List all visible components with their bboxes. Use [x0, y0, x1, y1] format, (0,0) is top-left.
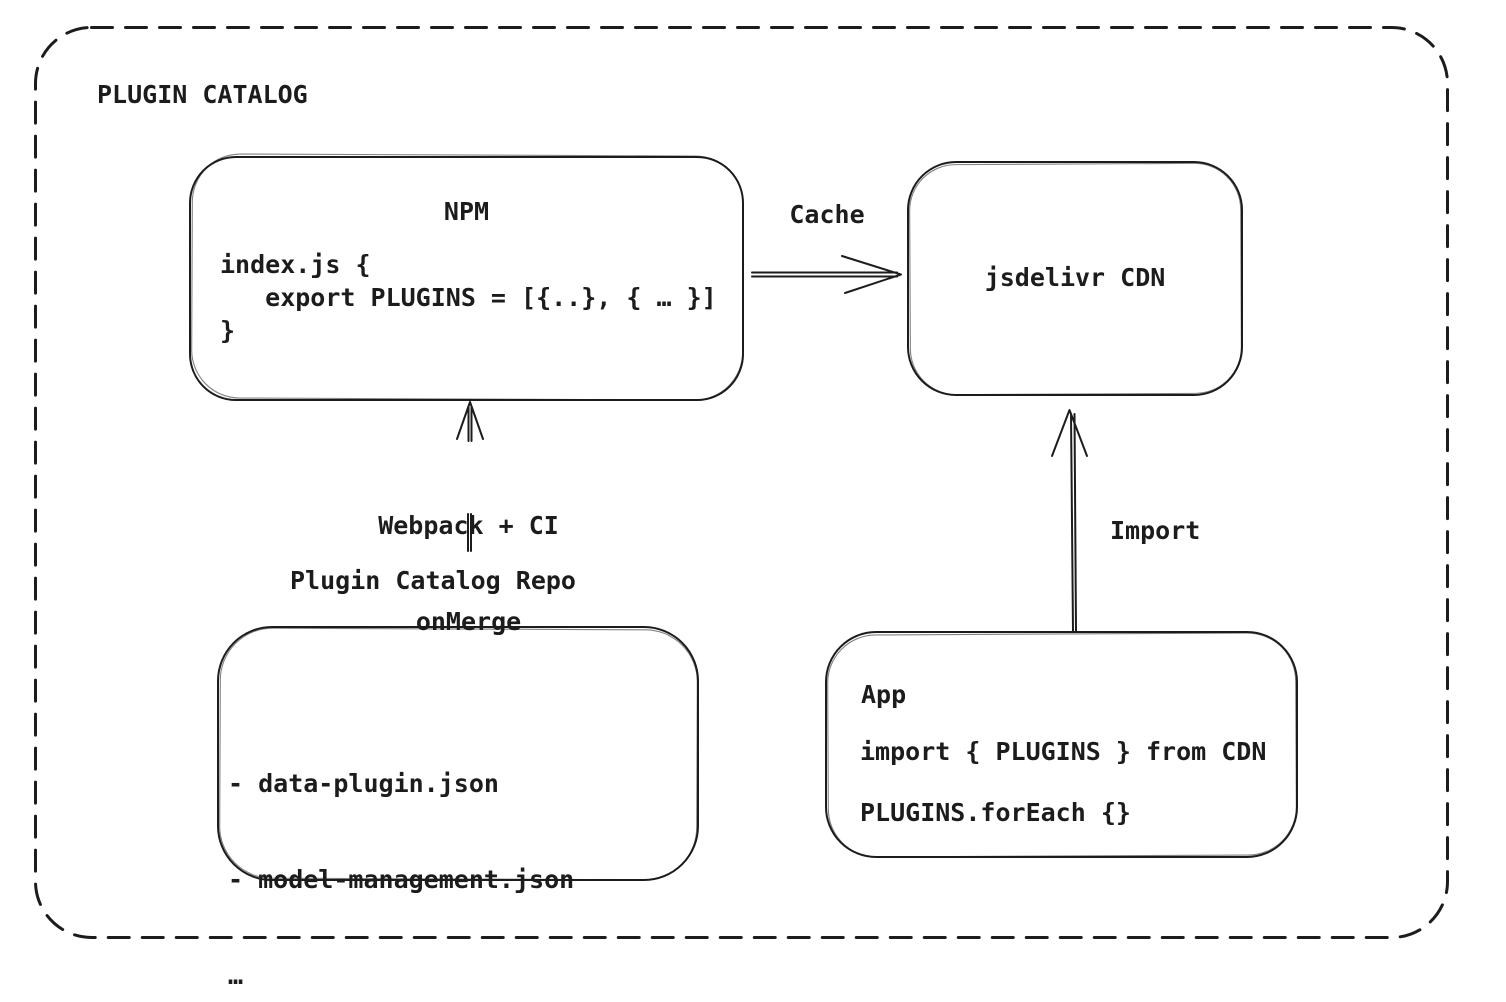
repo-file-item: - data-plugin.json — [228, 769, 499, 798]
repo-file-ellipsis: … — [228, 961, 244, 990]
build-edge-label: Webpack + CI onMerge — [330, 446, 607, 702]
cdn-label: jsdelivr CDN — [984, 263, 1166, 292]
build-edge-label-line2: onMerge — [415, 607, 522, 636]
import-arrow — [1051, 409, 1088, 632]
build-arrow — [456, 401, 484, 552]
repo-file-list: - data-plugin.json - model-management.js… — [228, 704, 574, 1002]
import-edge-label: Import — [1110, 516, 1201, 545]
npm-title: NPM — [443, 197, 490, 226]
cache-arrow — [751, 255, 902, 294]
cache-edge-label: Cache — [789, 200, 865, 229]
repo-title: Plugin Catalog Repo — [290, 566, 576, 595]
repo-file-item: - model-management.json — [228, 865, 575, 894]
app-code-line: PLUGINS.forEach {} — [860, 798, 1131, 827]
npm-code: index.js { export PLUGINS = [{..}, { … }… — [220, 250, 717, 345]
diagram-title: PLUGIN CATALOG — [97, 80, 308, 109]
build-edge-label-line1: Webpack + CI — [378, 511, 559, 540]
app-box — [825, 631, 1298, 858]
app-code-line: import { PLUGINS } from CDN — [860, 737, 1267, 766]
cdn-box — [907, 161, 1243, 396]
app-title: App — [861, 680, 907, 709]
catalog-boundary — [34, 26, 1449, 939]
npm-box — [189, 153, 744, 401]
repo-box — [217, 626, 699, 881]
